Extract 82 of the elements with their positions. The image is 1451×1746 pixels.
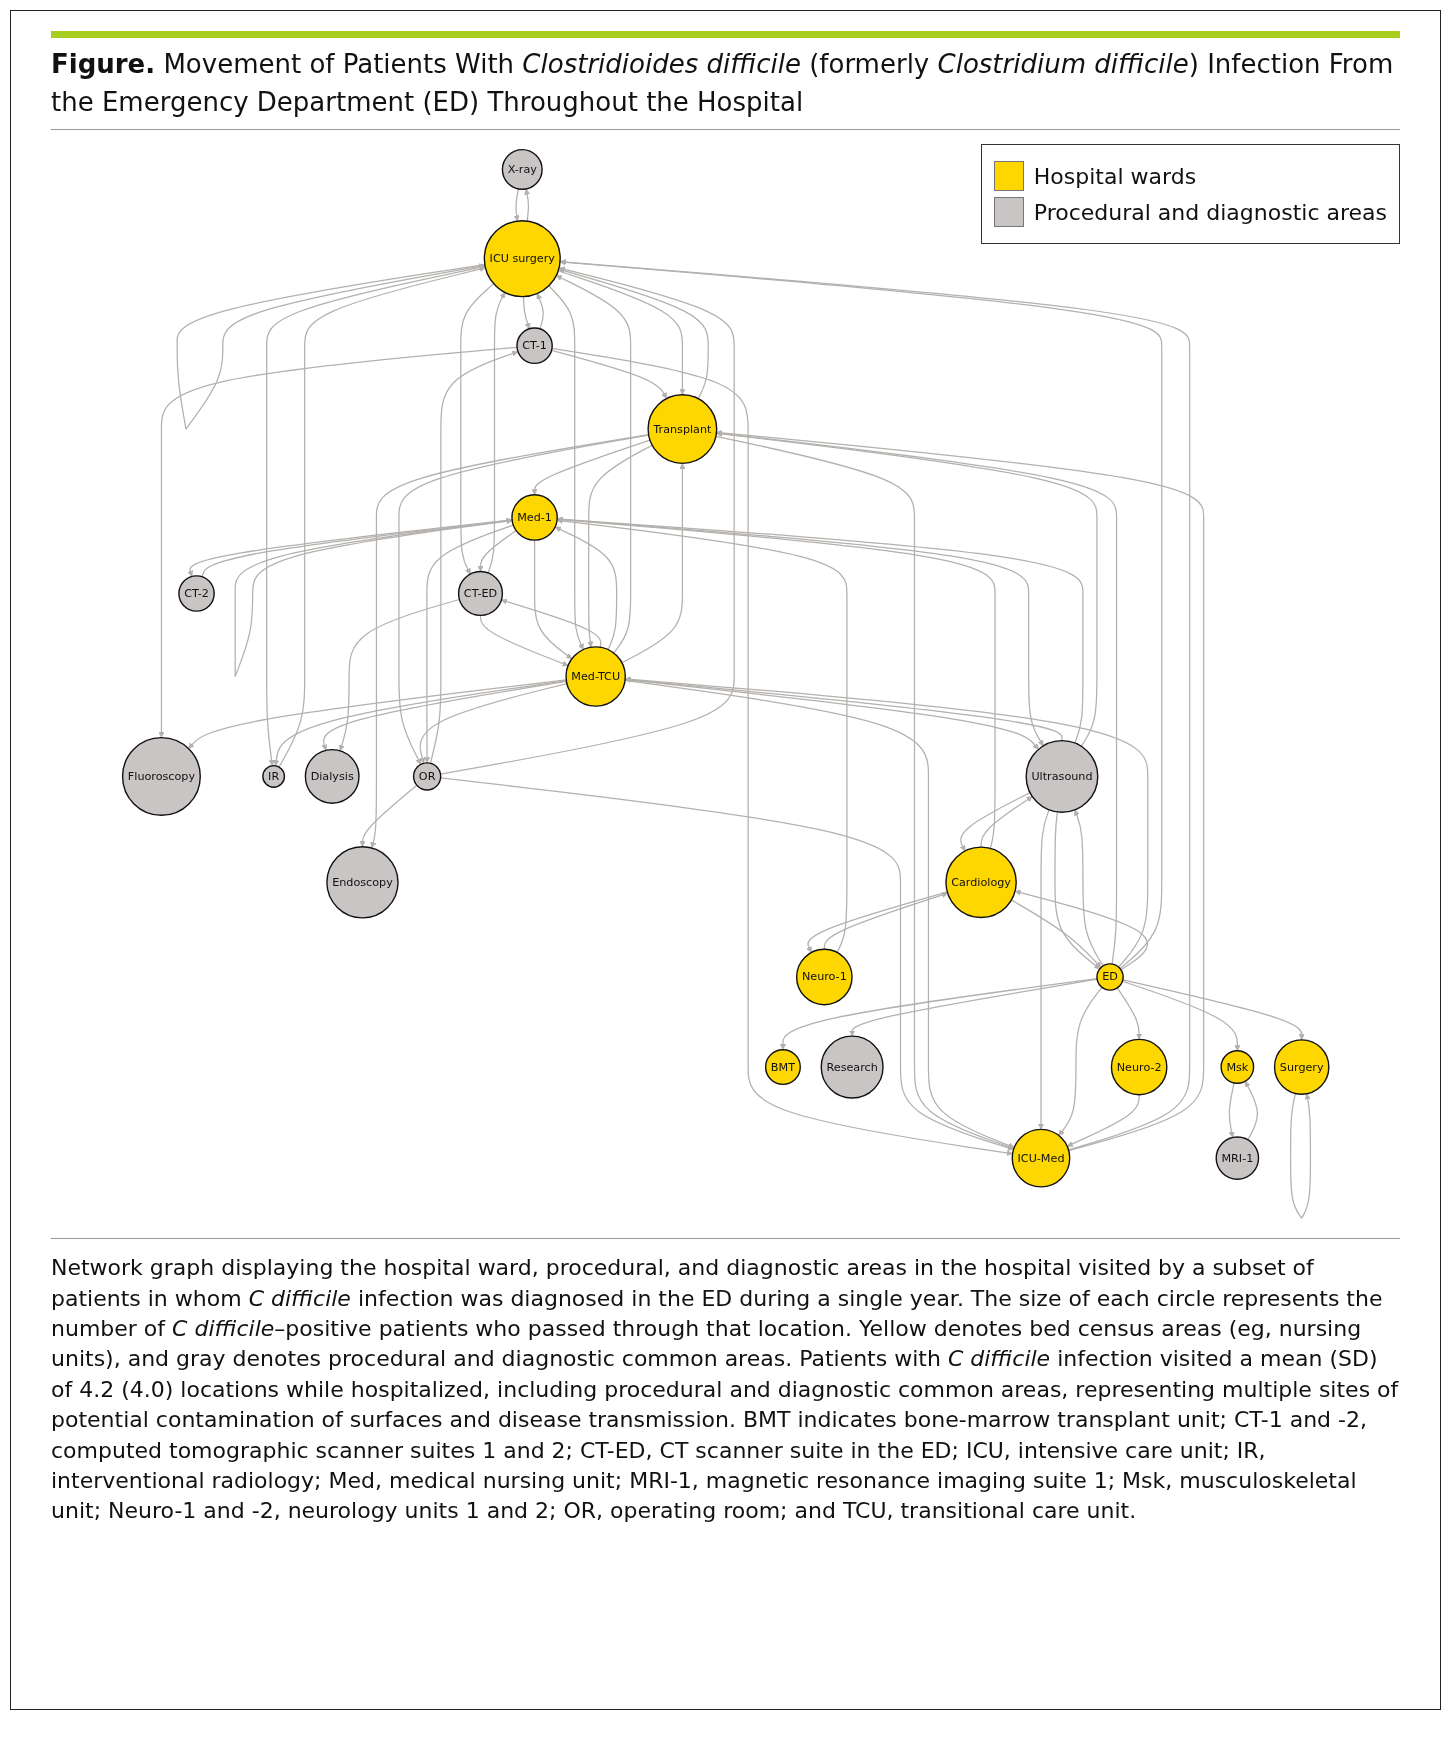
node-circle: Fluoroscopy: [121, 737, 201, 817]
arrow: [1289, 1093, 1311, 1220]
arrow: [1066, 1094, 1140, 1148]
node-circle: Cardiology: [945, 846, 1017, 919]
arrow: [533, 539, 572, 660]
arrow: [1073, 809, 1104, 967]
arrow: [555, 275, 632, 654]
node-circle: Med-TCU: [565, 646, 626, 708]
node-circle: X-ray: [501, 149, 543, 191]
arrow: [621, 463, 686, 664]
node-circle: IR: [261, 765, 285, 789]
arrow: [398, 434, 650, 766]
node-circle: Endoscopy: [326, 846, 399, 919]
arrow: [1244, 1081, 1258, 1141]
node-circle: Neuro-1: [795, 949, 853, 1006]
arrow: [559, 259, 1163, 970]
arrow: [624, 676, 1149, 969]
arrow: [477, 530, 517, 573]
arrow: [321, 681, 567, 752]
arrow: [338, 599, 460, 752]
node-circle: CT-2: [178, 575, 215, 613]
arrow: [556, 517, 996, 850]
arrow: [980, 796, 1033, 849]
node-circle: OR: [412, 762, 442, 792]
arrow: [551, 348, 1013, 1157]
arrow: [370, 434, 649, 849]
arrow: [423, 524, 514, 764]
arrow: [558, 268, 709, 400]
arrow: [1228, 1082, 1235, 1139]
node-circle: CT-1: [516, 327, 553, 365]
node-circle: CT-ED: [457, 571, 503, 617]
arrow: [823, 892, 948, 951]
arrow: [959, 792, 1031, 852]
arrow: [273, 680, 567, 767]
node-circle: ICU surgery: [483, 220, 561, 298]
arrow: [531, 439, 651, 496]
node-circle: MRI-1: [1215, 1136, 1260, 1181]
arrow: [500, 599, 602, 649]
arrow: [513, 188, 520, 222]
node-circle: Neuro-2: [1110, 1039, 1168, 1096]
figure-caption: Network graph displaying the hospital ward, procedural, and diagnostic areas in the hospital visited by a subset of patients in whom C difficile infection was diagnosed in the ED during a single year. The size of each circle represents the number of C difficile–positive patients who passed through that location. Yellow denotes bed census areas (eg, nursing units), and gray denotes procedural and diagnostic common areas. Patients with C difficile infection visited a mean (SD) of 4.2 (4.0) locations while hospitalized, including procedural and diagnostic common areas, representing multiple sites of potential contamination of surfaces and disease transmission. BMT indicates bone-marrow transplant unit; CT-1 and -2, computed tomographic scanner suites 1 and 2; CT-ED, CT scanner suite in the ED; ICU, intensive care unit; IR, interventional radiology; Med, medical nursing unit; MRI-1, magnetic resonance imaging suite 1; Msk, musculoskeletal unit; Neuro-1 and -2, neurology units 1 and 2; OR, operating room; and TCU, transitional care unit.: [51, 1238, 1400, 1527]
node-circle: Dialysis: [304, 749, 360, 805]
arrow: [1121, 980, 1241, 1052]
node-circle: Ultrasound: [1025, 740, 1099, 814]
arrow: [523, 189, 530, 223]
figure-title: Figure. Movement of Patients With Clostridioides difficile (formerly Clostridium difficile) Infection From the Emergency Department (ED) Throughout the Hospital: [51, 46, 1400, 131]
arrow: [479, 615, 569, 667]
node-circle: Msk: [1220, 1050, 1255, 1085]
arrow: [587, 444, 653, 648]
arrow: [1116, 987, 1142, 1040]
arrow: [429, 350, 519, 765]
arrow: [806, 891, 948, 954]
arrow: [1058, 987, 1103, 1137]
arrow: [176, 263, 486, 431]
node-circle: Med-1: [511, 494, 558, 542]
arrow: [557, 270, 686, 396]
arrow: [779, 978, 1098, 1051]
arrow: [536, 293, 544, 330]
arrow: [554, 527, 618, 651]
arrow: [487, 292, 505, 574]
arrow: [1054, 811, 1100, 970]
node-circle: Transplant: [647, 394, 718, 465]
arrow: [556, 518, 848, 954]
node-circle: Surgery: [1273, 1039, 1330, 1096]
arrow: [1010, 899, 1102, 969]
arrow: [359, 784, 418, 848]
node-circle: ED: [1096, 963, 1124, 992]
arrow: [187, 679, 567, 750]
legend-label: Hospital wards: [1033, 163, 1197, 189]
arrow: [158, 347, 518, 739]
arrow: [716, 430, 1205, 1152]
arrow: [522, 296, 531, 330]
node-circle: Research: [820, 1035, 884, 1099]
arrow: [550, 350, 667, 400]
node-circle: BMT: [764, 1049, 801, 1086]
arrow: [715, 430, 1117, 966]
arrow: [547, 285, 584, 651]
legend-label: Procedural and diagnostic areas: [1033, 199, 1387, 225]
arrow: [459, 283, 495, 575]
node-circle: ICU-Med: [1011, 1129, 1071, 1188]
arrow: [559, 259, 1191, 1151]
arrow: [1014, 890, 1148, 971]
